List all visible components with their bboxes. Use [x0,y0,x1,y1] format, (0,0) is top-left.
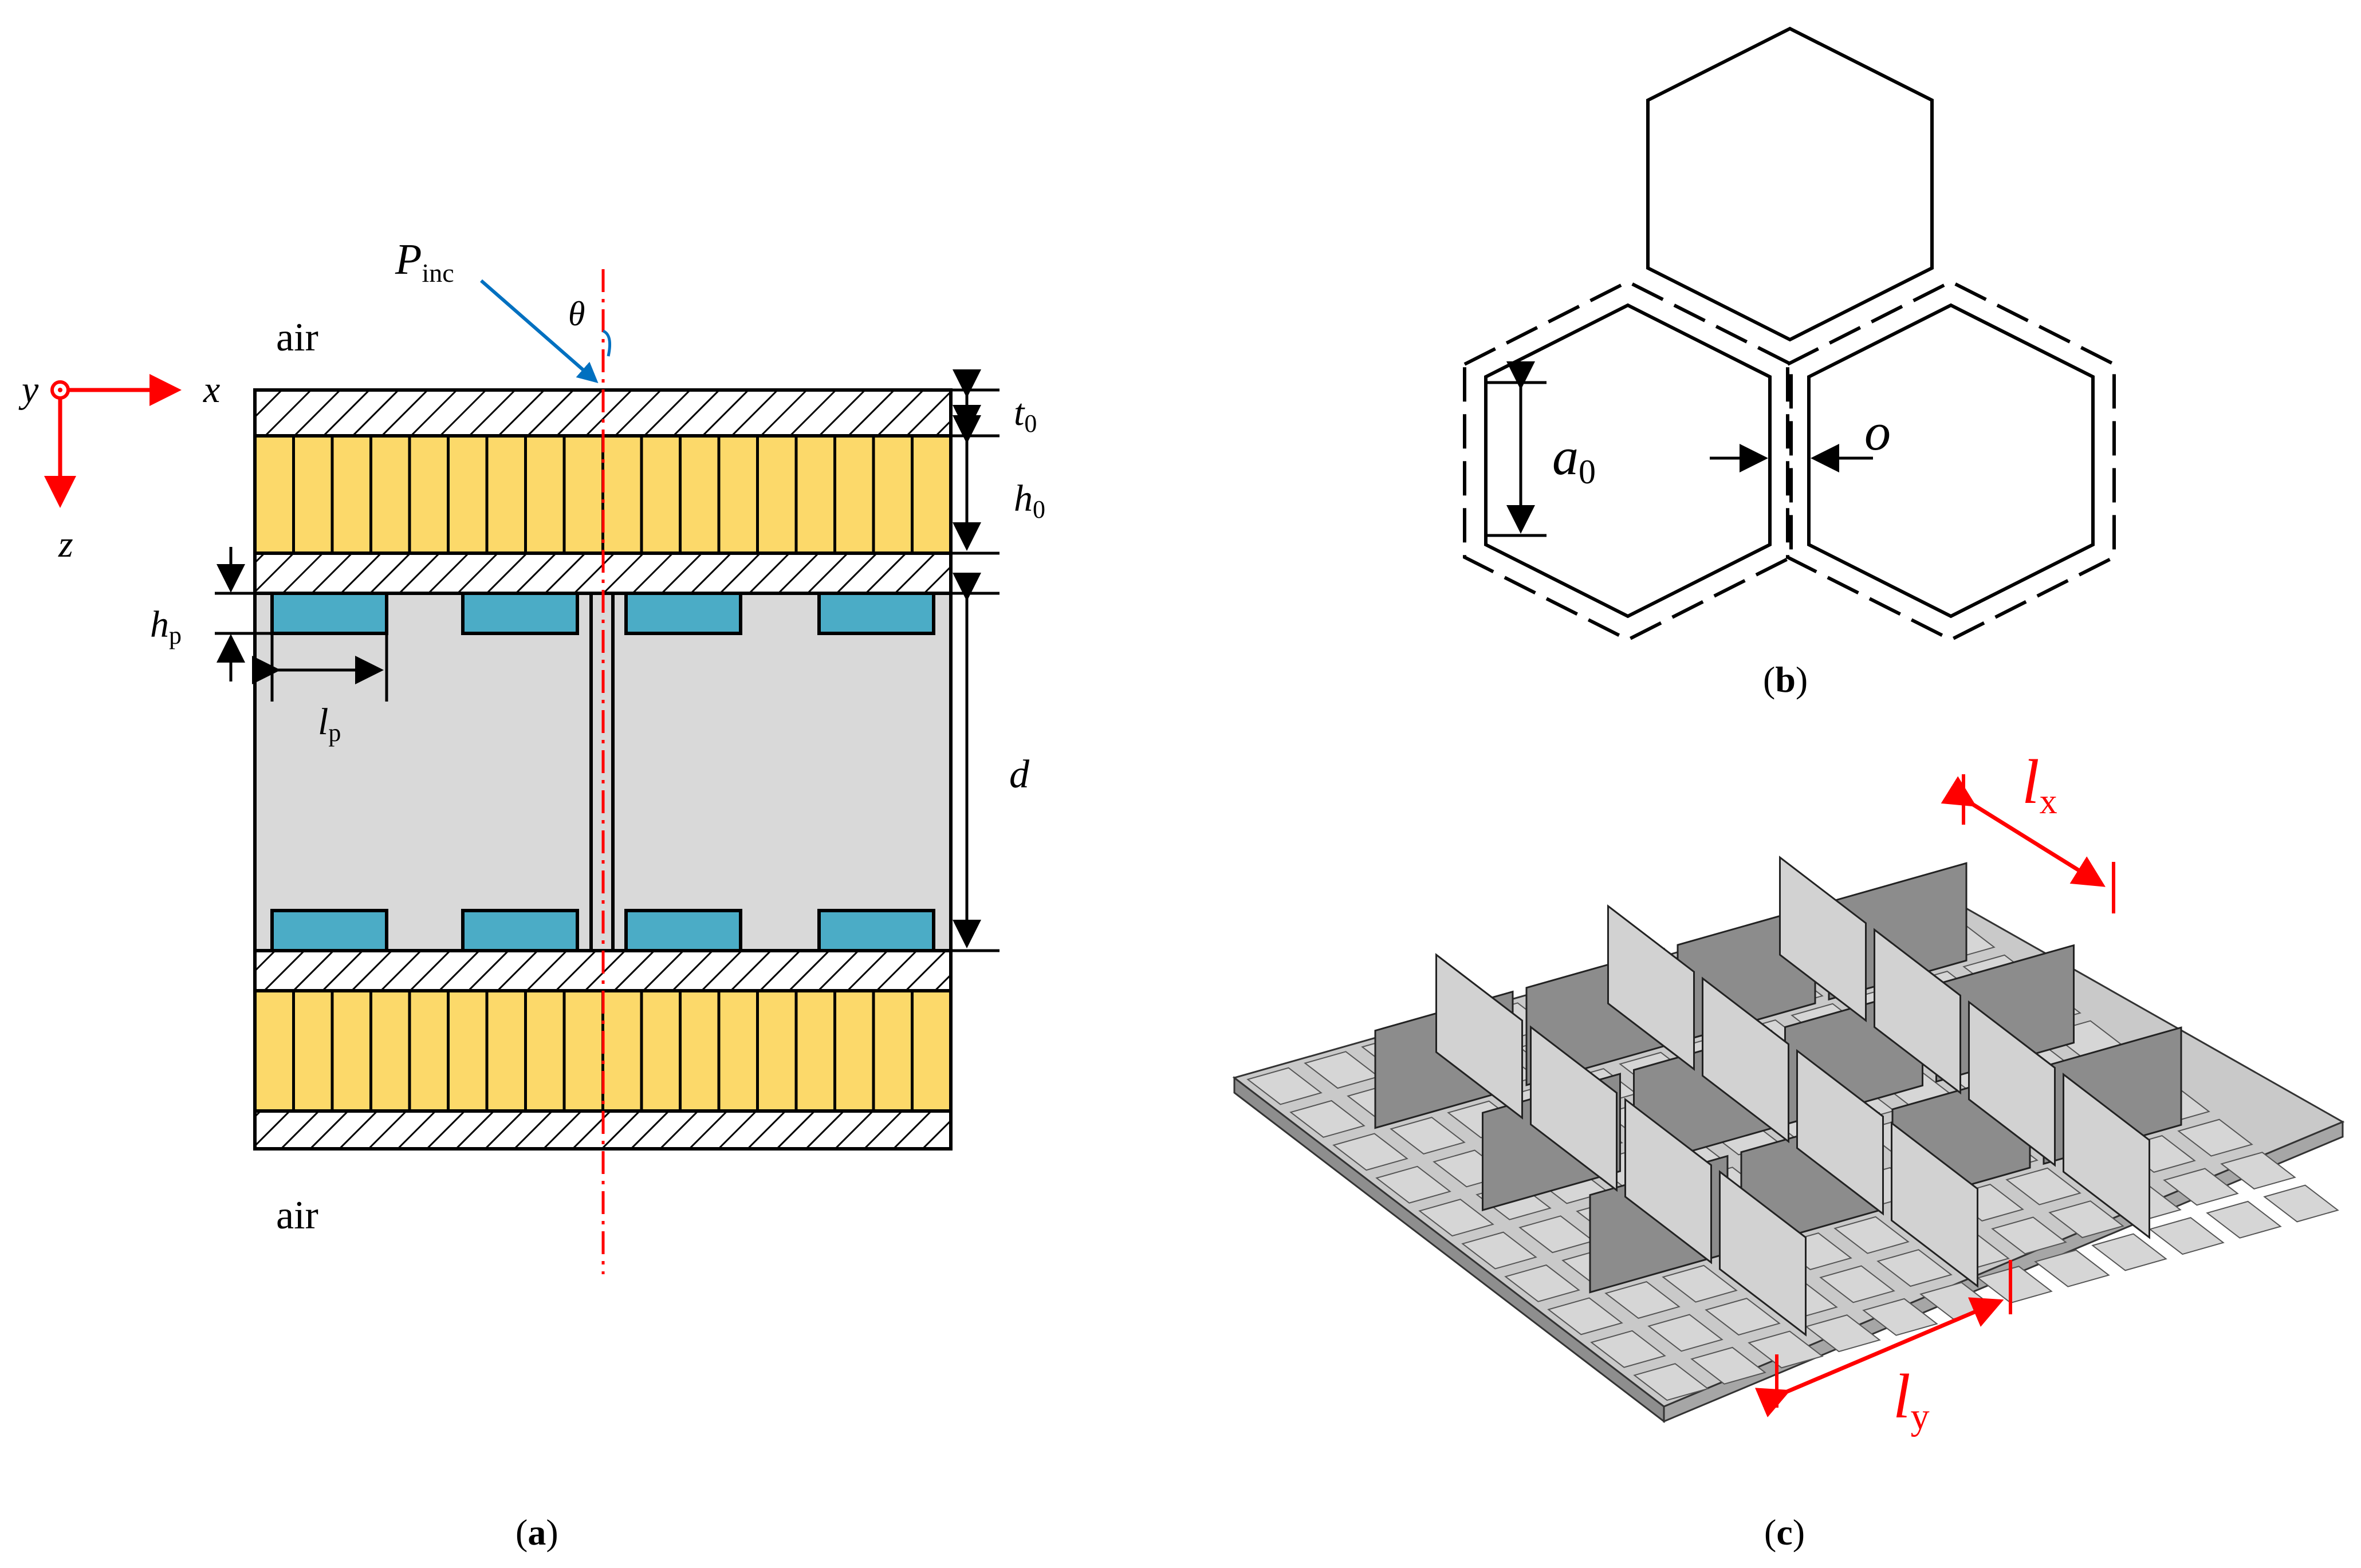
hp-dimension [215,547,272,681]
h0-label: h0 [1014,478,1045,523]
plate-cell [1390,1117,1466,1155]
lx-dimension [1941,774,2115,913]
partition-wall [1435,953,1523,1120]
plate-cell [2048,1200,2124,1239]
right-dimensions [951,369,1000,952]
patch [461,909,579,952]
panel-c-3d-structure: lx ly (c) [1232,747,2345,1553]
plate-cell [2163,1168,2239,1206]
plate-cell [1375,1165,1451,1204]
plate-cell [1461,1231,1537,1270]
plate-cell [2034,1249,2110,1287]
y-axis-label: y [18,369,39,411]
incident-label: Pinc [395,235,454,287]
panel-b-hexagon-cells: a0 o (b) [1463,26,2116,700]
top-honeycomb-core [253,434,953,555]
plate-cell [1246,1067,1323,1105]
plate-cell [1977,1266,2053,1304]
patch [624,592,742,635]
lp-dimension [252,633,388,702]
plate-cell [2148,1217,2225,1255]
plate-cell [1633,1363,1709,1401]
partition-wall [1796,1049,1884,1216]
partition-wall [1530,1025,1618,1192]
plate-cell [2091,1233,2167,1271]
plate-cell [1833,1216,1910,1254]
plate-cell [2005,1167,2081,1205]
plate-cell [1547,1297,1623,1335]
plate-cell [1604,1281,1681,1319]
plate-cell [2263,1184,2339,1223]
a0-label: a0 [1552,427,1596,491]
partition-wall [1968,1000,2056,1167]
angle-arc [602,329,611,357]
ly-label: ly [1893,1361,1930,1437]
plate-cell [1504,1264,1580,1302]
hp-label: hp [150,604,182,649]
hexagon-left [1484,303,1772,618]
panel-a-cross-section: Pinc θ air air x y z t0 h0 d [18,235,1045,1553]
top-patches [270,592,935,635]
incident-arrow [480,279,599,383]
air-bottom-label: air [276,1193,318,1238]
lp-label: lp [318,701,341,747]
plate-cell [2220,1152,2296,1190]
patch [270,592,388,635]
partition-wall [1702,976,1789,1144]
x-axis-label: x [203,369,220,411]
partition-walls [1374,856,2182,1337]
plate-cell [1991,1216,2067,1255]
patch [270,909,388,952]
caption-b: (b) [1763,659,1808,700]
partition-wall [1779,856,1867,1023]
partition-wall [1607,904,1695,1071]
plate-cell [1418,1199,1494,1237]
hexagon-left-wall-outline [1463,279,1793,642]
plate-cell [1662,1264,1738,1303]
caption-a: (a) [516,1512,558,1553]
air-top-label: air [276,316,318,360]
patch [461,592,579,635]
partition-wall [1624,1097,1712,1264]
partition-wall [1874,928,1961,1095]
plate-cell [1647,1314,1723,1352]
patch [817,909,935,952]
plate-cell [1590,1330,1666,1368]
partition-wall [1891,1121,1978,1288]
angle-label: θ [568,295,585,333]
t0-label: t0 [1014,392,1037,438]
patch [624,909,742,952]
plate-cell [1876,1249,1953,1287]
plate-cell [1289,1100,1366,1138]
plate-cell [2177,1118,2253,1157]
z-axis-label: z [58,523,73,565]
lx-label: lx [2022,747,2057,821]
o-label: o [1864,403,1891,461]
patch [817,592,935,635]
y-axis-dot [58,388,62,392]
caption-c: (c) [1764,1512,1805,1553]
hexagon-right-wall-outline [1786,279,2116,642]
a0-dimension [1486,361,1547,537]
plate-cell [2206,1200,2282,1239]
plate-cell [1819,1265,1895,1303]
partition-wall [2063,1072,2150,1239]
ly-dimension [1754,1260,2012,1417]
coordinate-axes: x y z [18,369,220,565]
d-label: d [1009,753,1030,797]
hexagon-top [1646,26,1934,342]
hexagon-right [1807,303,2095,618]
plate-cell [1332,1133,1408,1171]
